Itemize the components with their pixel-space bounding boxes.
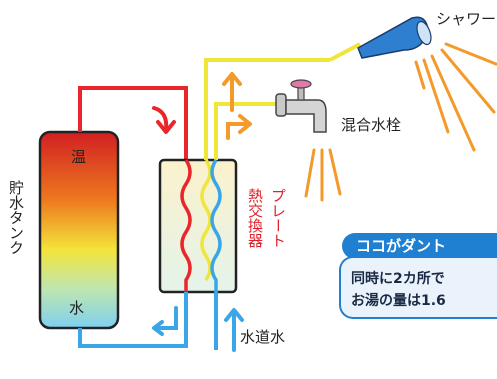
faucet-water-streaks [304,148,342,202]
hot-flow-arrow-head [156,120,176,134]
faucet-icon [275,79,327,133]
mixing-faucet-label: 混合水栓 [341,116,402,134]
tap-water-label: 水道水 [240,328,286,346]
heat-exchanger-label: 熱交換器 [246,188,264,248]
exchanger-wave-red [180,159,192,300]
plate-label: プレート [269,188,287,248]
cold-label: 水 [69,299,85,317]
tap-water-arrow-head [224,308,244,322]
cold-flow-arrow-head [152,320,164,336]
warm-pipe [204,58,330,160]
storage-tank-label: 貯水タンク [7,180,25,255]
warm-pipe-faucet [214,102,280,160]
callout-title: ココがダント [342,233,497,259]
hot-label: 温 [71,148,87,166]
cold-return-pipe [78,292,188,348]
cold-flow-arrow [154,306,178,330]
shower-label: シャワー [436,10,497,28]
shower-icon [357,16,432,59]
hot-flow-arrow [152,106,169,132]
exchanger-wave-yellow [200,159,212,281]
plate-heat-exchanger [158,158,238,294]
warm-flow-arrow-up-head [222,72,242,86]
warm-flow-arrow-right [226,122,250,140]
callout-box: 同時に2カ所で お湯の量は1.6 [339,256,497,319]
callout-line-1: 同時に2カ所で [351,271,445,287]
exchanger-wave-blue [210,159,222,300]
warm-pipe-shower [329,42,361,62]
warm-flow-arrow-right-head [238,114,252,134]
callout-line-2: お湯の量は1.6 [351,293,446,309]
shower-water-streaks [414,42,497,152]
